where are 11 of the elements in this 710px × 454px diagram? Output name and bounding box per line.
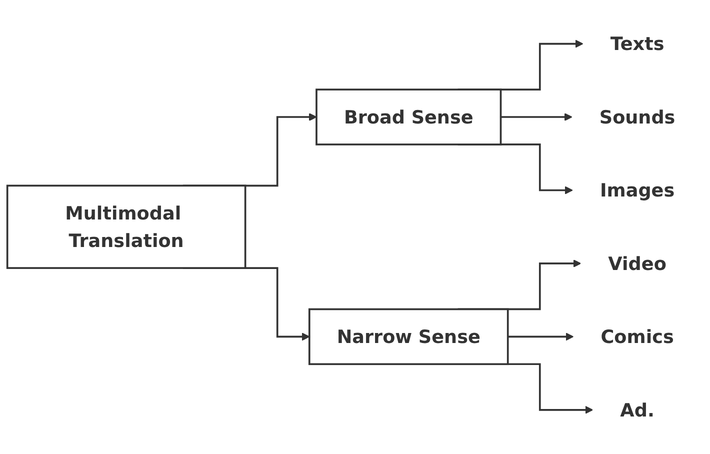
node-text: Texts — [610, 32, 664, 55]
node-text: Sounds — [599, 106, 676, 128]
node-text: Ad. — [620, 399, 654, 422]
arrow — [500, 113, 572, 122]
node-box: Broad Sense — [316, 88, 502, 146]
node-text: Comics — [600, 326, 674, 348]
node-text: Images — [600, 179, 675, 202]
node-box: Multimodal Translation — [6, 184, 246, 270]
node-box: Narrow Sense — [308, 308, 509, 366]
node-text: Video — [608, 252, 666, 275]
arrow — [508, 332, 574, 341]
